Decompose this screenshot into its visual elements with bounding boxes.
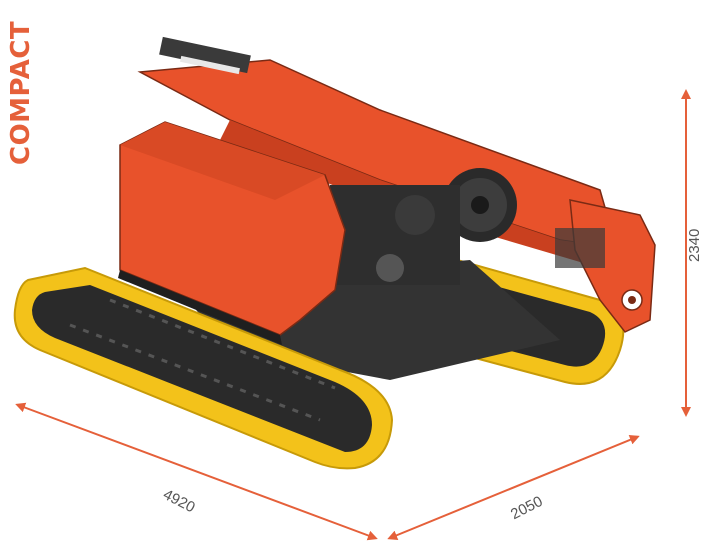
- main-body: [118, 121, 346, 345]
- boom-head: [555, 199, 656, 333]
- slewing-unit: [330, 185, 460, 285]
- height-dimension-label: 2340: [686, 228, 703, 262]
- winch-drum: [443, 168, 517, 242]
- width-dimension-arrow: [387, 435, 640, 540]
- length-dimension-arrow: [15, 402, 378, 541]
- compact-title: COMPACT: [6, 20, 36, 165]
